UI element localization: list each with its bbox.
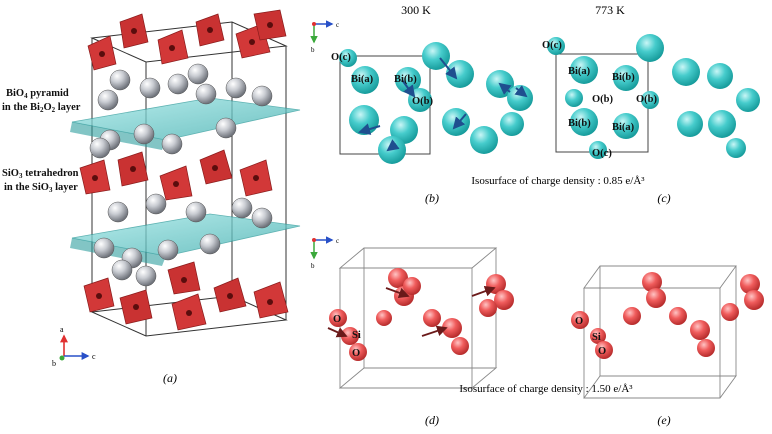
- unit-cell-d: [338, 247, 498, 389]
- temperature-300k: 300 K: [401, 3, 431, 17]
- axis-label-a: a: [60, 325, 64, 334]
- red-density-d: [329, 268, 514, 361]
- atom-label-oc-c-bottom: O(c): [592, 148, 612, 159]
- atom-label-oc-b: O(c): [331, 52, 351, 63]
- atom-label-oc-c-top: O(c): [542, 40, 562, 51]
- atom-labels-d: O Si O: [333, 314, 361, 359]
- isosurface-label-bc: Isosurface of charge density : 0.85 e/Å³: [471, 175, 645, 187]
- axis-label-b-b: b: [311, 46, 315, 54]
- caption-b: (b): [425, 191, 439, 205]
- label-bio4-pyramid-line2: in the Bi2O2 layer: [2, 102, 81, 114]
- cyan-density-c: [547, 34, 760, 159]
- panel-e: O Si O (e): [571, 265, 764, 427]
- caption-a: (a): [163, 371, 177, 385]
- atom-label-bib-c-bottom: Bi(b): [568, 118, 591, 129]
- atom-labels-b: O(c) Bi(a) Bi(b) O(b): [331, 52, 434, 107]
- caption-d: (d): [425, 413, 439, 427]
- atom-label-bia-b: Bi(a): [351, 74, 374, 85]
- atom-label-ob-c-left: O(b): [592, 94, 614, 105]
- displacement-arrows-d: [327, 286, 496, 338]
- panel-a: BiO4 pyramid in the Bi2O2 layer SiO3 tet…: [2, 9, 301, 385]
- atom-label-si-d: Si: [352, 330, 361, 341]
- isosurface-label-de: Isosurface of charge density : 1.50 e/Å³: [459, 383, 633, 395]
- axis-label-c-d: c: [336, 237, 339, 245]
- axes-indicator-d: c b: [310, 236, 339, 270]
- panel-d: c b: [310, 236, 514, 427]
- label-sio3-tetra-line1: SiO3 tetrahedron: [2, 168, 79, 180]
- axis-label-b: b: [52, 359, 56, 368]
- atom-label-bia-c-bottom: Bi(a): [612, 122, 635, 133]
- atom-label-o-d-top: O: [333, 314, 341, 325]
- atom-label-bia-c-top: Bi(a): [568, 66, 591, 77]
- axis-label-c: c: [92, 352, 96, 361]
- cyan-density-b: [339, 42, 533, 164]
- atom-labels-c: O(c) Bi(a) Bi(b) O(b) O(b) Bi(b) Bi(a) O…: [542, 40, 658, 159]
- axes-indicator-b: c b: [310, 20, 339, 54]
- axes-indicator-a: a c b: [52, 325, 96, 368]
- atom-labels-e: O Si O: [575, 316, 606, 357]
- atom-label-si-e: Si: [592, 332, 601, 343]
- panel-c: 773 K O(c) Bi(a) Bi(b) O(b) O(b) Bi(: [542, 3, 760, 205]
- atom-label-ob-b: O(b): [412, 96, 434, 107]
- caption-e: (e): [657, 413, 670, 427]
- atom-label-bib-b: Bi(b): [394, 74, 417, 85]
- axis-label-c-b: c: [336, 21, 339, 29]
- atom-label-bib-c-top: Bi(b): [612, 72, 635, 83]
- temperature-773k: 773 K: [595, 3, 625, 17]
- displacement-arrows-b: [358, 57, 528, 152]
- caption-c: (c): [657, 191, 670, 205]
- atom-label-o-d-bottom: O: [352, 348, 360, 359]
- red-density-e: [571, 272, 764, 359]
- label-bio4-pyramid-line1: BiO4 pyramid: [6, 88, 69, 100]
- panel-b: 300 K c b: [310, 3, 533, 205]
- bi-atoms: [89, 63, 273, 287]
- si-centres: [92, 22, 273, 316]
- label-sio3-tetra-line2: in the SiO3 layer: [4, 182, 78, 194]
- axis-label-b-d: b: [311, 262, 315, 270]
- atom-label-o-e-top: O: [575, 316, 583, 327]
- atom-label-ob-c-right: O(b): [636, 94, 658, 105]
- atom-label-o-e-bottom: O: [598, 346, 606, 357]
